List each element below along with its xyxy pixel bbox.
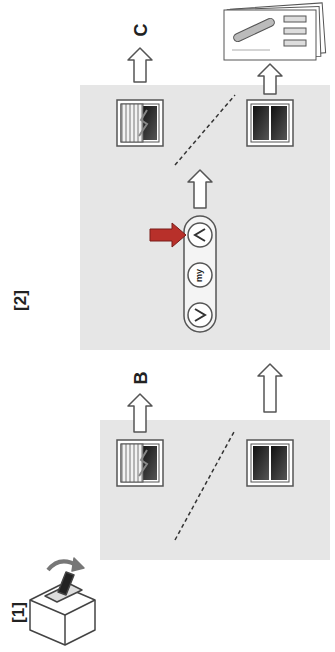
press-pointer (150, 223, 186, 247)
outcome-letter: B (131, 372, 149, 385)
step-number: [1] (10, 602, 27, 623)
flow-arrow (128, 48, 282, 432)
circuit-breaker (30, 558, 95, 645)
instruction-manual (224, 3, 326, 60)
outcome-letter: C (131, 24, 149, 37)
shutter-window (247, 100, 293, 146)
shutter-window (247, 440, 293, 486)
remote-control (184, 216, 216, 332)
step-panel (80, 85, 330, 350)
step-panel (100, 420, 330, 560)
button-label: my (195, 268, 204, 281)
step-number: [2] (12, 290, 29, 311)
shutter-window (117, 100, 163, 146)
shutter-window (117, 440, 163, 486)
divider-line (175, 95, 235, 165)
divider-line (175, 430, 235, 540)
